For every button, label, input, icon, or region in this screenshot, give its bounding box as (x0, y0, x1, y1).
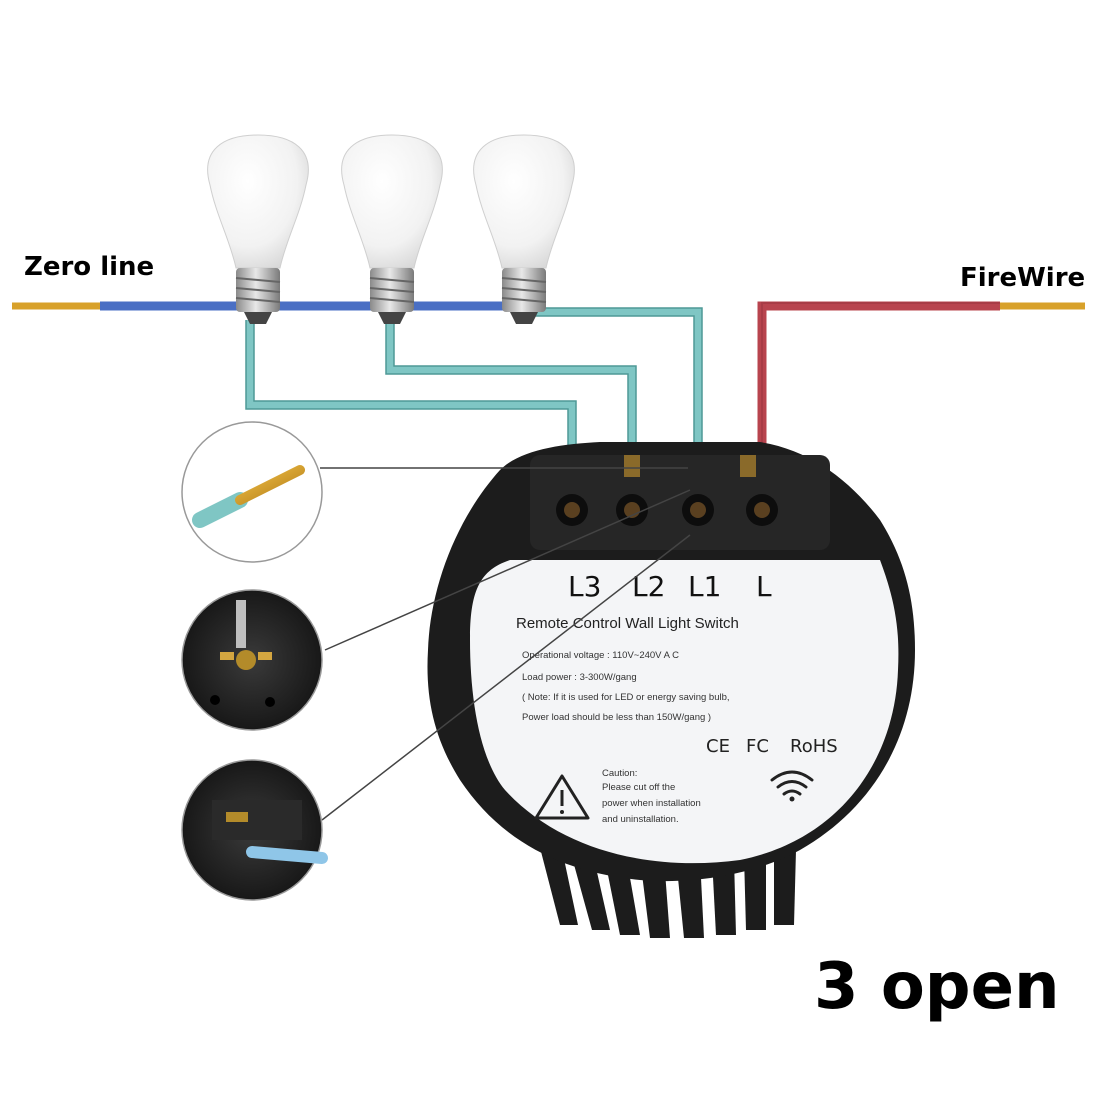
bulb-1 (207, 134, 309, 324)
caution-line-1: Please cut off the (602, 782, 675, 793)
terminal-label-l2: L2 (632, 570, 665, 603)
wifi-icon (770, 770, 814, 802)
fc-mark: FC (746, 736, 769, 757)
warning-triangle-icon (534, 774, 590, 820)
sticker-title: Remote Control Wall Light Switch (516, 615, 739, 632)
terminal-screws (556, 455, 778, 526)
detail-screwdriver (181, 589, 323, 731)
bulb-3 (473, 134, 575, 324)
wire-ends (569, 478, 765, 508)
certifications: CE FC RoHS (706, 736, 838, 757)
detail-wire-inserted (181, 759, 328, 901)
info-sticker (470, 560, 899, 864)
load-wire-l1 (520, 308, 702, 480)
mode-label: 3 open (814, 950, 1060, 1024)
sticker-text: Remote Control Wall Light Switch Operati… (516, 615, 838, 825)
load-wire-l2 (386, 320, 636, 480)
firewire-label: FireWire (960, 263, 1085, 293)
sticker-voltage: Operational voltage : 110V~240V A C (522, 650, 679, 661)
bulb-icon (207, 134, 309, 324)
load-wire-l3 (246, 320, 576, 480)
caution-title: Caution: (602, 768, 637, 779)
detail-wire-stripped (181, 421, 323, 563)
caution-line-3: and uninstallation. (602, 814, 679, 825)
callout-lines (320, 467, 691, 821)
terminal-label-l3: L3 (568, 570, 601, 603)
bulb-2 (341, 134, 443, 324)
terminal-label-l: L (756, 570, 772, 603)
live-wire (757, 301, 1085, 480)
sticker-note-2: Power load should be less than 150W/gang… (522, 712, 711, 723)
switch-module (427, 442, 915, 938)
rohs-mark: RoHS (790, 736, 838, 757)
sticker-note-1: ( Note: If it is used for LED or energy … (522, 692, 730, 703)
sticker-load: Load power : 3-300W/gang (522, 672, 637, 683)
ce-mark-icon: CE (706, 736, 730, 757)
load-wire-outline (245, 307, 703, 480)
terminal-label-l1: L1 (688, 570, 721, 603)
bulb-icon (473, 134, 575, 324)
terminal-labels: L3 L2 L1 L (568, 570, 772, 603)
bulb-icon (341, 134, 443, 324)
load-wires (246, 308, 702, 480)
zero-line-label: Zero line (24, 252, 154, 282)
caution-line-2: power when installation (602, 798, 701, 809)
